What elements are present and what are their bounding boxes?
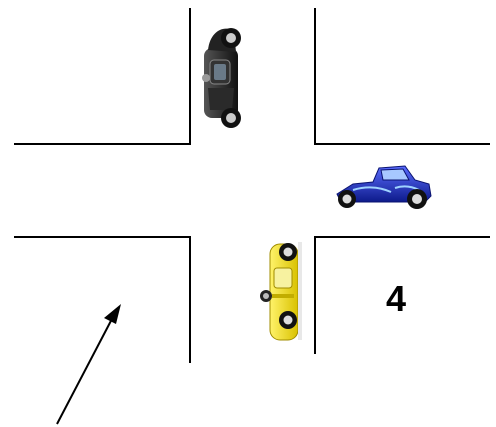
road-corner-bottom-left — [14, 237, 190, 363]
blue-car-icon — [337, 166, 431, 209]
black-car-icon — [202, 28, 241, 128]
intersection-number-label: 4 — [386, 278, 406, 319]
road-corner-top-right — [315, 8, 490, 144]
arrow-icon — [57, 304, 121, 424]
road-corner-top-left — [14, 8, 190, 144]
yellow-car-icon — [260, 242, 302, 340]
